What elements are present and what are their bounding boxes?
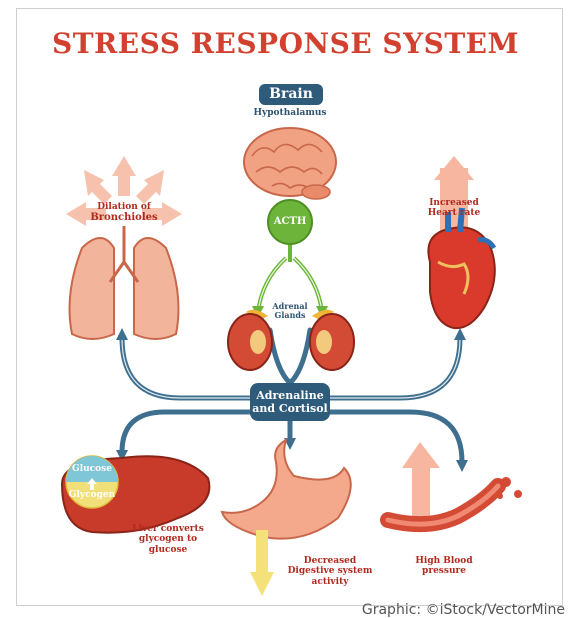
adrenaline-cortisol-label: Adrenaline and Cortisol bbox=[252, 389, 328, 415]
digestive-label: Decreased Digestive system activity bbox=[272, 556, 388, 587]
brain-icon bbox=[244, 128, 336, 199]
acth-label: ACTH bbox=[268, 216, 312, 228]
bronchioles-line2: Bronchioles bbox=[84, 212, 164, 224]
arrow-to-blood bbox=[456, 460, 468, 472]
decrease-arrow-icon bbox=[250, 530, 274, 596]
glycogen-label: Glycogen bbox=[66, 490, 118, 500]
lungs-icon bbox=[70, 226, 179, 339]
brain-label-box: Brain bbox=[259, 84, 323, 105]
adrenaline-cortisol-box: Adrenaline and Cortisol bbox=[250, 383, 330, 421]
arrow-to-heart bbox=[454, 328, 466, 340]
heart-rate-line2: Heart rate bbox=[418, 208, 490, 218]
hypothalamus-label: Hypothalamus bbox=[240, 108, 340, 118]
bronchioles-label: Dilation of Bronchioles bbox=[84, 202, 164, 224]
liver-caption: Liver converts glycogen to glucose bbox=[122, 524, 214, 555]
glucose-label: Glucose bbox=[68, 464, 116, 474]
heart-rate-label: Increased Heart rate bbox=[418, 198, 490, 219]
blood-vessel-icon bbox=[388, 442, 522, 524]
blood-pressure-label: High Blood pressure bbox=[404, 556, 484, 577]
bronchioles-line1: Dilation of bbox=[84, 202, 164, 212]
heart-icon bbox=[428, 156, 494, 328]
arrow-to-lungs bbox=[116, 328, 128, 340]
adrenal-glands-label: Adrenal Glands bbox=[260, 302, 320, 320]
heart-rate-line1: Increased bbox=[418, 198, 490, 208]
